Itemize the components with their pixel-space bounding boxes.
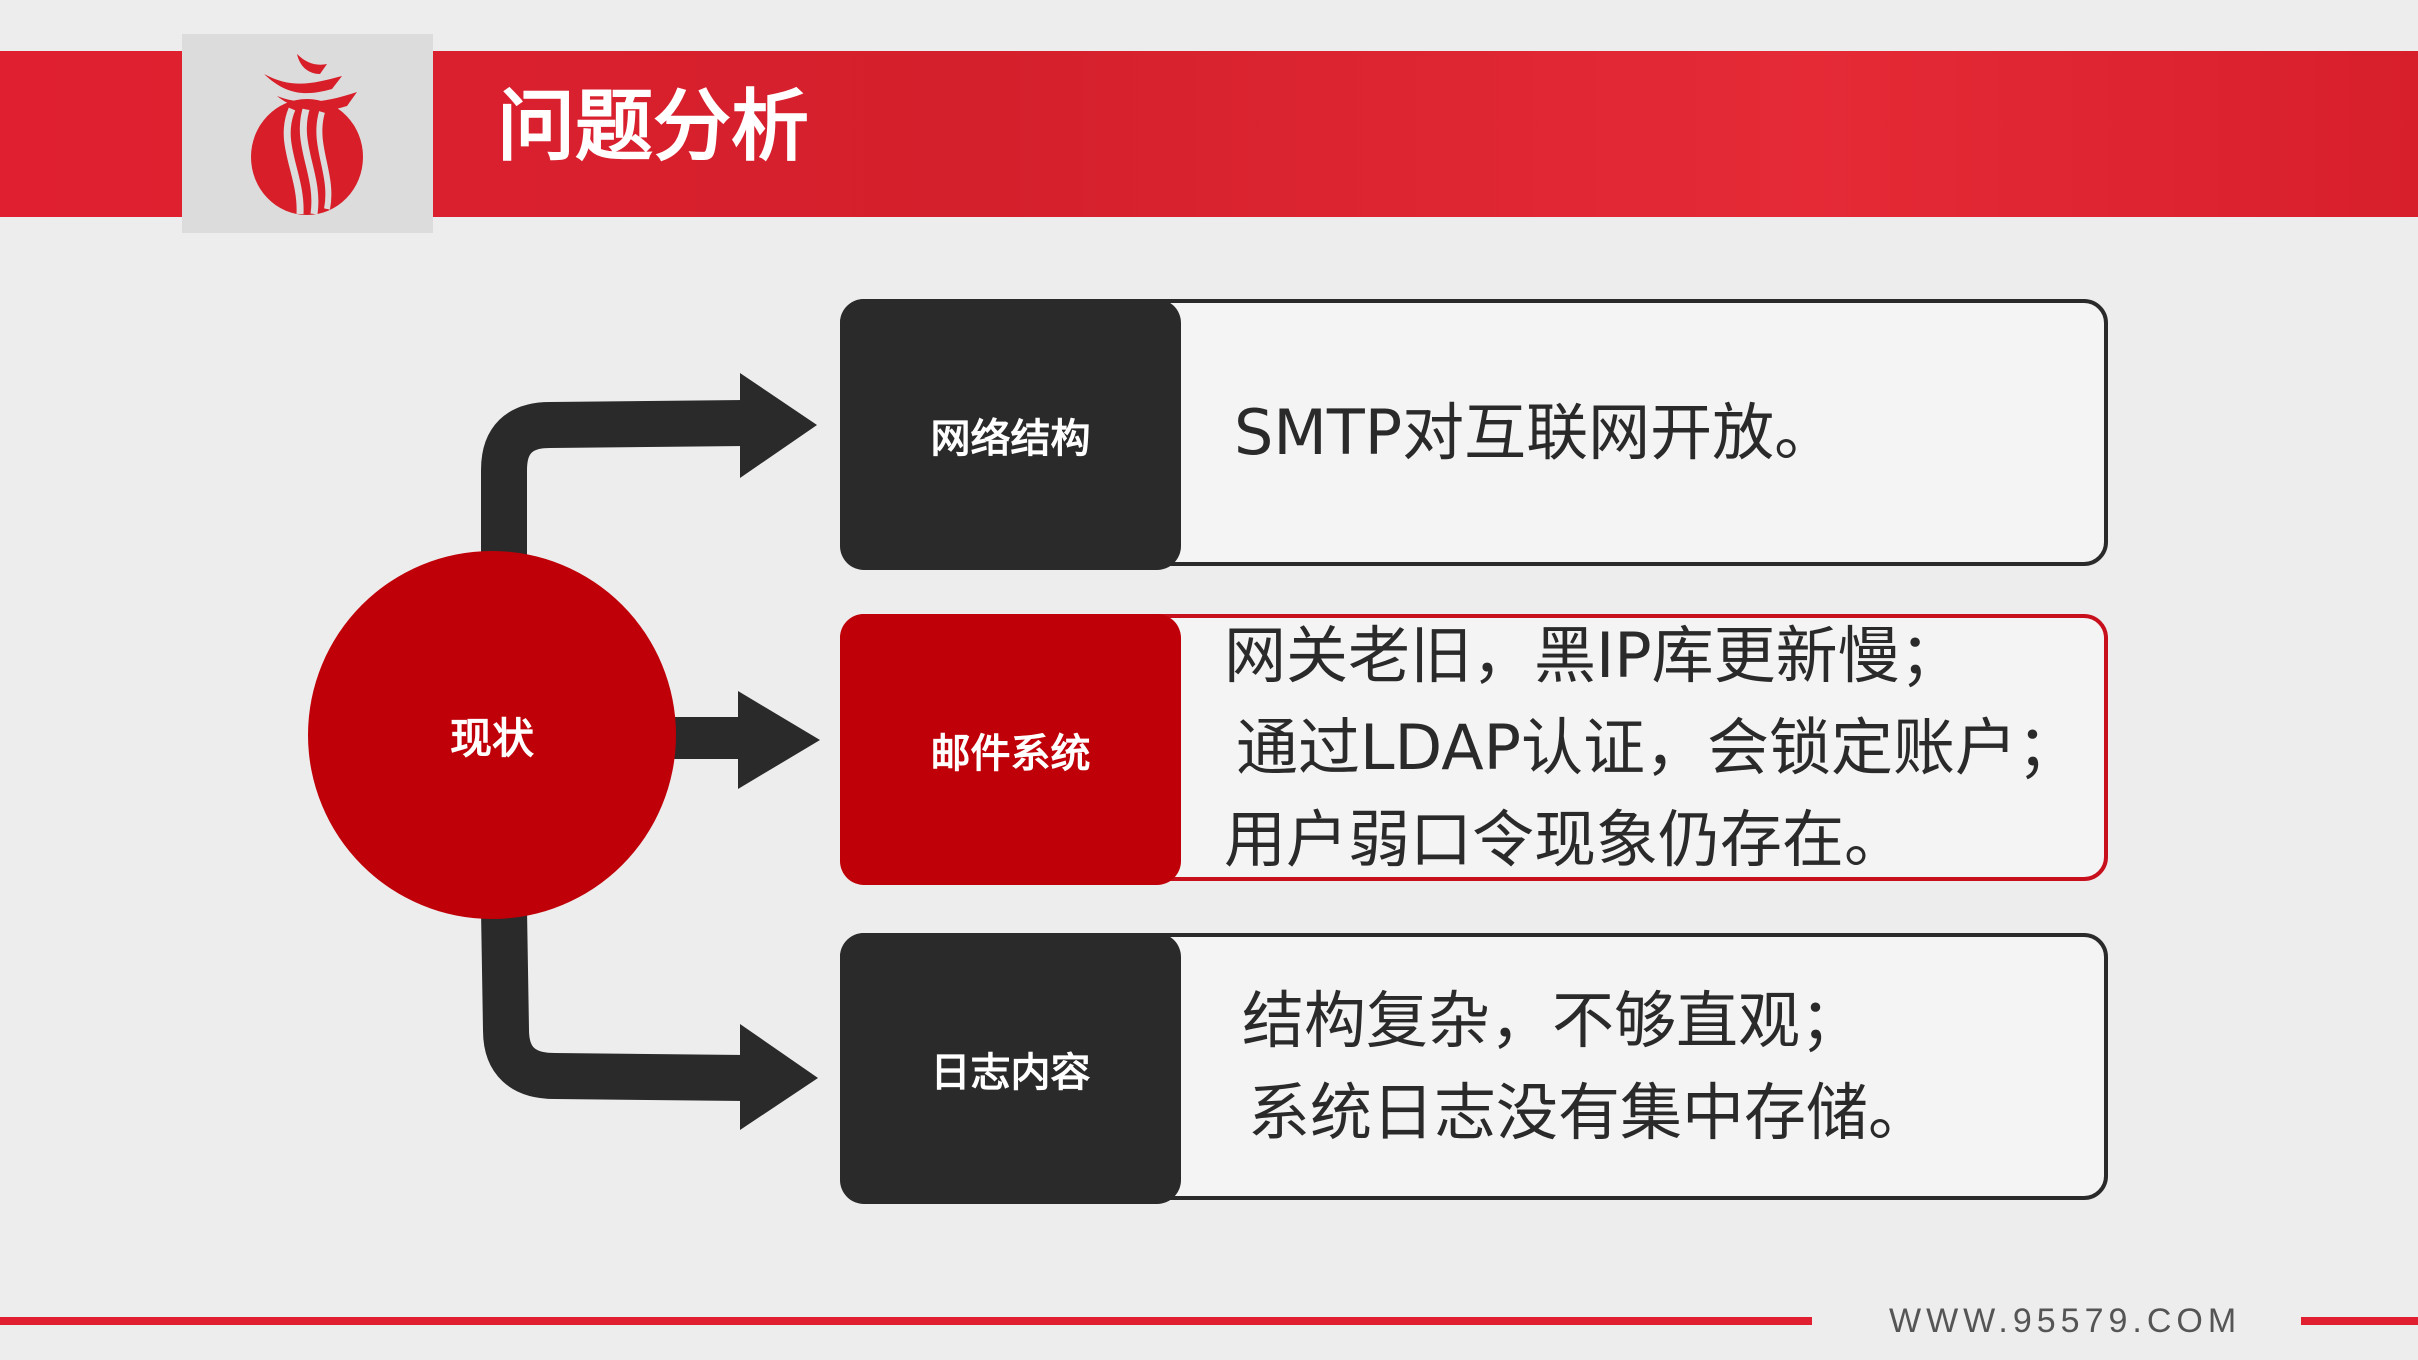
desc-line: 通过LDAP认证，会锁定账户； [1236, 710, 2079, 784]
row-description: 网关老旧，黑IP库更新慢； 通过LDAP认证，会锁定账户； 用户弱口令现象仍存在… [1224, 618, 2079, 877]
arrow-bottom [481, 909, 746, 1101]
desc-line: 结构复杂，不够直观； [1242, 983, 1863, 1057]
desc-line: 用户弱口令现象仍存在。 [1224, 802, 1907, 876]
row-mail: 邮件系统 网关老旧，黑IP库更新慢； 通过LDAP认证，会锁定账户； 用户弱口令… [840, 614, 2108, 885]
status-label: 现状 [449, 713, 534, 763]
row-description: SMTP对互联网开放。 [1234, 303, 1836, 562]
row-label: 网络结构 [840, 299, 1181, 570]
status-circle: 现状 [308, 551, 676, 919]
row-label: 邮件系统 [840, 614, 1181, 885]
footer-url: WWW.95579.COM [1889, 1302, 2242, 1340]
logo-box [172, 34, 433, 233]
arrowhead-top [740, 373, 817, 478]
arrowhead-bottom [740, 1024, 818, 1130]
row-description: 结构复杂，不够直观； 系统日志没有集中存储。 [1242, 937, 1930, 1196]
page-title: 问题分析 [497, 82, 810, 172]
desc-line: 网关老旧，黑IP库更新慢； [1224, 618, 1962, 692]
footer-line-left [0, 1317, 1812, 1325]
row-logs: 日志内容 结构复杂，不够直观； 系统日志没有集中存储。 [840, 933, 2108, 1204]
footer-line-right [2301, 1317, 2418, 1325]
arrowhead-middle [738, 691, 820, 789]
dragon-logo-icon [172, 34, 363, 215]
desc-line: 系统日志没有集中存储。 [1248, 1075, 1931, 1149]
desc-line: SMTP对互联网开放。 [1234, 395, 1837, 469]
row-network: 网络结构 SMTP对互联网开放。 [840, 299, 2108, 570]
arrow-top [481, 400, 746, 560]
row-label: 日志内容 [840, 933, 1181, 1204]
